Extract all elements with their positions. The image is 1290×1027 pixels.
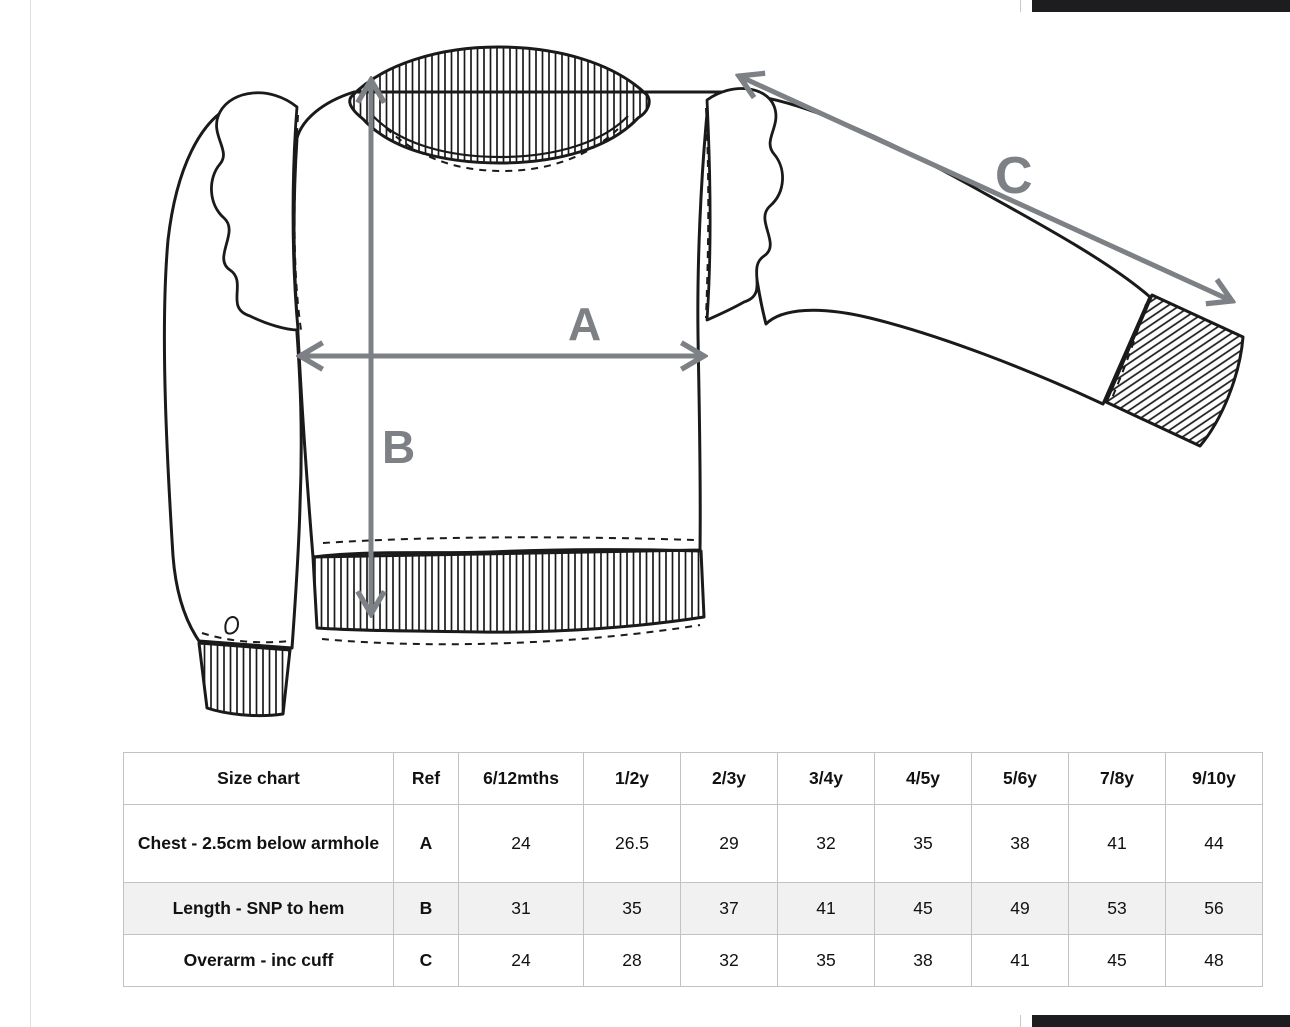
value-cell: 38 [971,804,1069,883]
row-label-cell: Overarm - inc cuff [123,934,394,987]
value-cell: 35 [777,934,875,987]
cuff-curl-detail [224,616,239,635]
value-cell: 45 [1068,934,1166,987]
ref-cell: B [393,882,459,935]
cuff-right [1104,293,1245,448]
size-header-cell: 7/8y [1068,752,1166,805]
hem-rib-band [311,548,706,634]
chest-width-label: A [568,298,601,350]
row-label-cell: Chest - 2.5cm below armhole [123,804,394,883]
value-cell: 56 [1165,882,1263,935]
ruffle-left-seam-dash [293,114,302,331]
value-cell: 41 [777,882,875,935]
value-cell: 53 [1068,882,1166,935]
sweater-sketch: A B C [162,45,1245,718]
measurement-labels: A B C [382,147,1033,473]
ref-cell: C [393,934,459,987]
screen-corner-bar-top [1032,0,1290,12]
cuff-left [197,641,292,718]
size-chart-section: Size chart Ref 6/12mths 1/2y 2/3y 3/4y 4… [123,752,1263,987]
size-chart-table: Size chart Ref 6/12mths 1/2y 2/3y 3/4y 4… [123,752,1263,987]
table-row-overarm: Overarm - inc cuff C 24 28 32 35 38 41 4… [123,934,1263,987]
value-cell: 44 [1165,804,1263,883]
value-cell: 38 [874,934,972,987]
value-cell: 26.5 [583,804,681,883]
size-header-cell: 9/10y [1165,752,1263,805]
value-cell: 49 [971,882,1069,935]
ruffle-right-seam-dash [705,107,710,319]
screen-corner-tick-top [1020,0,1021,12]
value-cell: 28 [583,934,681,987]
value-cell: 35 [583,882,681,935]
shoulder-ruffle-left [210,91,300,332]
size-header-cell: 5/6y [971,752,1069,805]
sweater-sleeve-extended [740,93,1152,406]
value-cell: 41 [971,934,1069,987]
table-title: Size chart [123,752,394,805]
table-row-length: Length - SNP to hem B 31 35 37 41 45 49 … [123,882,1263,935]
value-cell: 35 [874,804,972,883]
size-header-cell: 4/5y [874,752,972,805]
ref-column-header: Ref [393,752,459,805]
row-label-cell: Length - SNP to hem [123,882,394,935]
value-cell: 32 [777,804,875,883]
value-cell: 37 [680,882,778,935]
sweater-outline [162,45,1245,718]
value-cell: 31 [458,882,584,935]
size-header-cell: 3/4y [777,752,875,805]
ref-cell: A [393,804,459,883]
size-header-cell: 1/2y [583,752,681,805]
collar-inner-edge [372,115,629,159]
value-cell: 29 [680,804,778,883]
size-header-cell: 6/12mths [458,752,584,805]
value-cell: 24 [458,804,584,883]
screen-corner-bar-bottom [1032,1015,1290,1027]
overarm-arrow [739,76,1232,301]
size-header-cell: 2/3y [680,752,778,805]
value-cell: 48 [1165,934,1263,987]
table-row-chest: Chest - 2.5cm below armhole A 24 26.5 29… [123,804,1263,883]
cuff-left-gather-dash [201,632,291,644]
cuff-right-gather-dash [1111,303,1147,399]
value-cell: 41 [1068,804,1166,883]
body-length-label: B [382,421,415,473]
screen-corner-tick-bottom [1020,1015,1021,1027]
page-edge-line [30,0,31,1027]
value-cell: 45 [874,882,972,935]
garment-measurement-diagram: A B C [162,45,1245,718]
value-cell: 24 [458,934,584,987]
value-cell: 32 [680,934,778,987]
measurement-arrows [300,76,1232,614]
table-header-row: Size chart Ref 6/12mths 1/2y 2/3y 3/4y 4… [123,752,1263,805]
overarm-label: C [995,147,1033,205]
